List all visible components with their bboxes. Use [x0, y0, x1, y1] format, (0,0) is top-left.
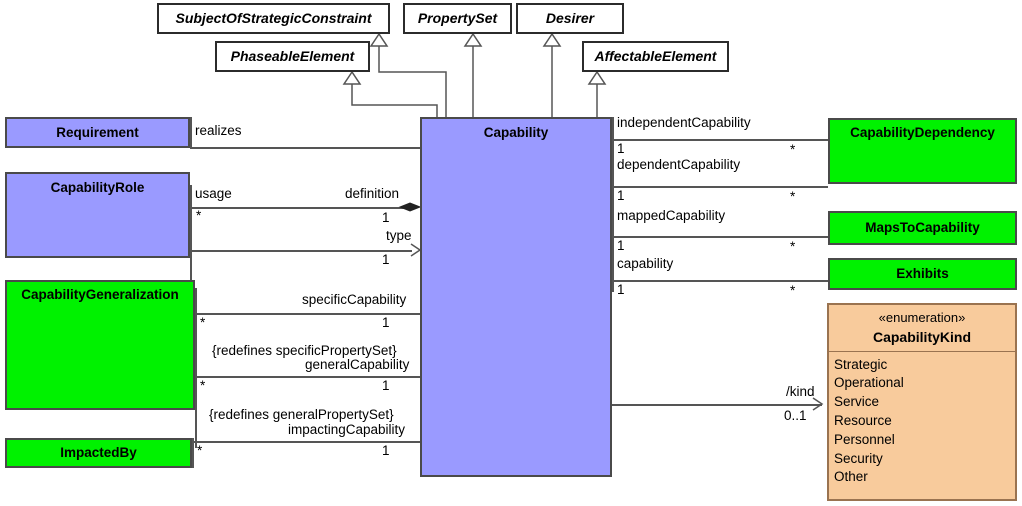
class-capability[interactable]: Capability: [420, 117, 612, 477]
role-label-independent-capability: independentCapability: [617, 115, 751, 130]
role-label-general-capability: generalCapability: [305, 357, 410, 372]
multiplicity-usage-left: *: [196, 208, 202, 223]
enumeration-header: «enumeration» CapabilityKind: [829, 305, 1015, 352]
role-label-usage: usage: [195, 186, 232, 201]
multiplicity-mapped-right: *: [790, 239, 796, 254]
multiplicity-kind: 0..1: [784, 408, 807, 423]
multiplicity-usage-right: 1: [382, 210, 390, 225]
class-title: Requirement: [56, 124, 139, 140]
multiplicity-impacting-left: *: [197, 443, 203, 458]
class-title: PropertySet: [417, 10, 498, 27]
class-exhibits[interactable]: Exhibits: [828, 258, 1017, 290]
enumeration-literal: Resource: [834, 412, 892, 428]
class-desirer[interactable]: Desirer: [516, 3, 624, 34]
class-title: Exhibits: [896, 266, 949, 282]
class-title: CapabilityDependency: [850, 125, 995, 140]
multiplicity-dependent-right: *: [790, 189, 796, 204]
generalization-arrow-desirer: [542, 32, 562, 47]
class-requirement[interactable]: Requirement: [5, 117, 190, 148]
navigable-arrow-type: [410, 243, 422, 257]
class-title: SubjectOfStrategicConstraint: [175, 10, 372, 27]
role-label-kind: /kind: [786, 384, 815, 399]
generalization-arrow-phaseableelement: [342, 70, 362, 85]
multiplicity-dependent-left: 1: [617, 188, 625, 203]
constraint-redefines-general: {redefines generalPropertySet}: [209, 407, 394, 422]
enumeration-literal: Personnel: [834, 431, 895, 447]
role-label-type: type: [386, 228, 412, 243]
association-line-general-capability: [195, 376, 420, 378]
association-line-impacting-capability: [192, 441, 420, 443]
generalization-arrow-affectableelement: [587, 70, 607, 85]
multiplicity-type-right: 1: [382, 252, 390, 267]
class-mapstocapability[interactable]: MapsToCapability: [828, 211, 1017, 245]
association-line-mapped-capability: [612, 236, 828, 238]
multiplicity-capability-left: 1: [617, 282, 625, 297]
class-subjectofstrategicconstraint[interactable]: SubjectOfStrategicConstraint: [157, 3, 390, 34]
association-line-dependent-capability: [612, 186, 828, 188]
multiplicity-specific-right: 1: [382, 315, 390, 330]
class-capabilitydependency[interactable]: CapabilityDependency: [828, 118, 1017, 184]
class-title: MapsToCapability: [865, 220, 980, 236]
role-label-mapped-capability: mappedCapability: [617, 208, 726, 223]
association-line-type: [190, 250, 412, 252]
navigable-arrow-kind: [812, 397, 824, 411]
generalization-arrow-propertyset: [463, 32, 483, 47]
class-title: CapabilityRole: [50, 180, 145, 195]
association-line-usage: [190, 207, 412, 209]
multiplicity-specific-left: *: [200, 315, 206, 330]
role-label-capability: capability: [617, 256, 674, 271]
class-title: Desirer: [545, 10, 595, 27]
class-title: ImpactedBy: [60, 445, 137, 461]
role-label-impacting-capability: impactingCapability: [288, 422, 406, 437]
class-capabilityrole[interactable]: CapabilityRole: [5, 172, 190, 258]
multiplicity-general-right: 1: [382, 378, 390, 393]
association-line-specific-capability: [195, 313, 420, 315]
enumeration-literal: Strategic: [834, 356, 888, 372]
multiplicity-independent-right: *: [790, 142, 796, 157]
multiplicity-impacting-right: 1: [382, 443, 390, 458]
label-divider-right-1: [612, 117, 614, 292]
class-impactedby[interactable]: ImpactedBy: [5, 438, 192, 468]
class-capabilitygeneralization[interactable]: CapabilityGeneralization: [5, 280, 195, 410]
role-label-realizes: realizes: [195, 123, 242, 138]
role-label-definition: definition: [345, 186, 400, 201]
enumeration-stereotype: «enumeration»: [878, 310, 966, 325]
enumeration-literal-list: Strategic Operational Service Resource P…: [829, 352, 1015, 488]
class-title: Capability: [483, 125, 549, 140]
enumeration-capabilitykind[interactable]: «enumeration» CapabilityKind Strategic O…: [827, 303, 1017, 501]
class-phaseableelement[interactable]: PhaseableElement: [215, 41, 370, 72]
role-label-specific-capability: specificCapability: [302, 292, 407, 307]
label-divider-left-2: [190, 185, 192, 280]
enumeration-name: CapabilityKind: [872, 328, 971, 345]
enumeration-literal: Service: [834, 394, 880, 410]
multiplicity-mapped-left: 1: [617, 238, 625, 253]
multiplicity-independent-left: 1: [617, 141, 625, 156]
association-line-independent-capability: [612, 139, 828, 141]
multiplicity-general-left: *: [200, 378, 206, 393]
class-title: CapabilityGeneralization: [21, 287, 179, 302]
label-divider-left-3: [195, 288, 197, 448]
class-title: PhaseableElement: [230, 48, 355, 65]
association-line-realizes: [190, 147, 420, 149]
class-propertyset[interactable]: PropertySet: [403, 3, 512, 34]
enumeration-literal: Other: [834, 469, 868, 485]
role-label-dependent-capability: dependentCapability: [617, 157, 741, 172]
class-affectableelement[interactable]: AffectableElement: [582, 41, 729, 72]
constraint-redefines-specific: {redefines specificPropertySet}: [212, 343, 397, 358]
label-divider-left-4: [192, 438, 194, 468]
composition-diamond-definition: [398, 202, 422, 212]
generalization-arrow-subjectofstrategicconstraint: [369, 32, 389, 47]
association-line-capability: [612, 280, 828, 282]
class-title: AffectableElement: [594, 48, 717, 65]
multiplicity-capability-right: *: [790, 283, 796, 298]
label-divider-left-1: [190, 117, 192, 148]
enumeration-literal: Security: [834, 450, 883, 466]
enumeration-literal: Operational: [834, 375, 904, 391]
association-line-kind: [612, 404, 822, 406]
